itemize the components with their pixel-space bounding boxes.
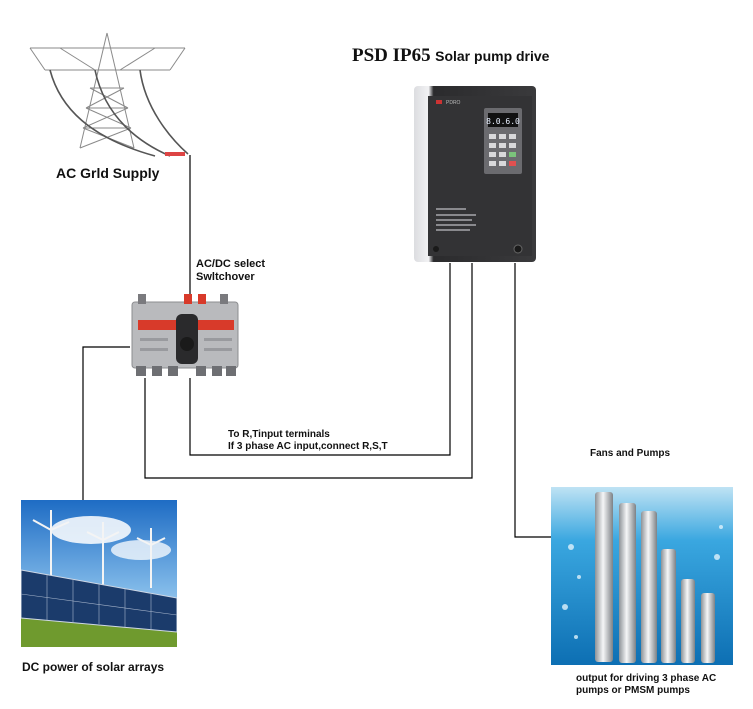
switch-label-line1: AC/DC select xyxy=(196,258,266,270)
drive-display: 8.0.6.0 xyxy=(486,117,520,126)
submersible-pumps-icon xyxy=(551,487,733,665)
pumps-caption-line1: output for driving 3 phase AC xyxy=(576,673,717,684)
solar-label: DC power of solar arrays xyxy=(22,660,165,674)
grid-label: AC Grld Supply xyxy=(56,165,160,181)
pumps-caption-line2: pumps or PMSM pumps xyxy=(576,685,690,696)
pumps-caption: output for driving 3 phase AC pumps or P… xyxy=(576,673,716,697)
drive-title: PSD IP65 Solar pump drive xyxy=(352,45,549,67)
pumps-image xyxy=(551,487,733,665)
terminal-note-line2: If 3 phase AC input,connect R,S,T xyxy=(228,441,388,452)
wire-switch-to-drive-dc xyxy=(144,263,473,479)
switch-body xyxy=(131,294,239,376)
drive-name: Solar pump drive xyxy=(435,48,550,64)
terminal-note-line1: To R,Tinput terminals xyxy=(228,429,330,440)
transmission-tower-icon xyxy=(29,32,189,157)
drive-body: 8.0.6.0 PDRO xyxy=(414,86,536,262)
changeover-switch xyxy=(128,292,243,380)
solar-arrays-image xyxy=(21,500,177,647)
solar-pump-drive: 8.0.6.0 PDRO xyxy=(414,86,536,262)
wire-drive-to-pumps xyxy=(514,263,555,538)
drive-model: PSD IP65 xyxy=(352,45,431,66)
wire-switch-to-solar xyxy=(82,346,130,505)
solar-panel-icon xyxy=(21,500,177,647)
switch-label: AC/DC select Swltchover xyxy=(196,258,265,284)
pumps-heading: Fans and Pumps xyxy=(590,448,671,459)
terminal-note: To R,Tinput terminals If 3 phase AC inpu… xyxy=(228,429,388,453)
drive-brand: PDRO xyxy=(446,100,461,106)
switch-label-line2: Swltchover xyxy=(196,271,255,283)
wire-switch-to-drive-rt xyxy=(189,263,451,456)
